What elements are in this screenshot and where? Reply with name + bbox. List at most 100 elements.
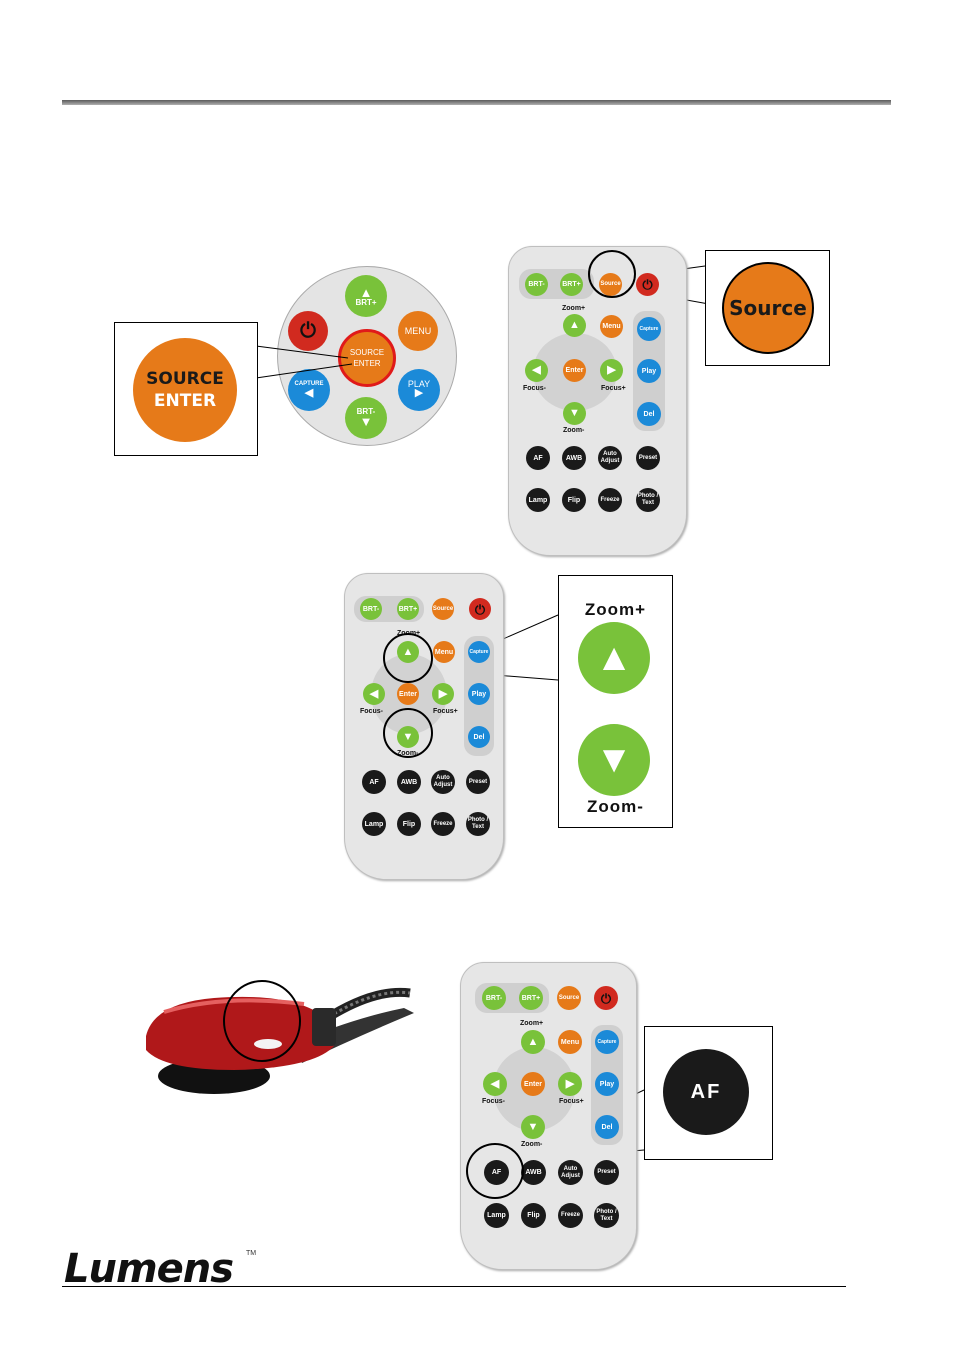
- chevron-right-icon: ▶: [438, 687, 448, 700]
- auto-adjust-button[interactable]: Auto Adjust: [558, 1160, 583, 1185]
- zoom-minus-large-icon: ▼: [578, 724, 650, 796]
- zoom-plus-large-icon: ▲: [578, 622, 650, 694]
- play-button[interactable]: Play: [637, 359, 661, 383]
- photo-text-button[interactable]: Photo / Text: [636, 488, 660, 512]
- chevron-right-icon: ▶: [607, 364, 616, 376]
- callout-zoom: Zoom+ ▲ ▼ Zoom-: [558, 575, 673, 828]
- awb-button[interactable]: AWB: [397, 770, 421, 794]
- preset-button[interactable]: Preset: [636, 446, 660, 470]
- trademark-mark: TM: [246, 1250, 257, 1257]
- freeze-button[interactable]: Freeze: [431, 812, 455, 836]
- highlight-ring-af: [466, 1143, 524, 1199]
- focus-minus-button[interactable]: ◀: [363, 683, 385, 705]
- focus-plus-button[interactable]: ▶: [600, 359, 623, 382]
- focus-plus-button[interactable]: ▶: [432, 683, 454, 705]
- menu-button[interactable]: Menu: [600, 315, 623, 338]
- brt-plus-button[interactable]: ▲ BRT+: [345, 275, 387, 317]
- chevron-down-icon: ▼: [527, 1120, 539, 1133]
- lamp-button[interactable]: Lamp: [362, 812, 386, 836]
- play-button[interactable]: Play: [468, 683, 490, 705]
- highlight-ring-zoom-minus: [383, 708, 433, 758]
- remote-control-2: BRT- BRT+ Source ⏻ Zoom+ ▲ Menu Capture …: [344, 573, 504, 880]
- header-rule: [62, 100, 891, 105]
- photo-text-button[interactable]: Photo / Text: [594, 1203, 619, 1228]
- power-icon: ⏻: [600, 990, 612, 1006]
- play-button[interactable]: PLAY ▶: [398, 369, 440, 411]
- zoom-minus-button[interactable]: ▼: [521, 1115, 545, 1139]
- chevron-down-icon: ▼: [359, 414, 373, 429]
- del-button[interactable]: Del: [595, 1115, 619, 1139]
- chevron-up-icon: ▲: [359, 285, 373, 300]
- preset-button[interactable]: Preset: [594, 1160, 619, 1185]
- zoom-minus-label: Zoom-: [587, 797, 644, 816]
- capture-button[interactable]: Capture: [637, 317, 661, 341]
- brt-minus-button[interactable]: BRT-: [525, 273, 548, 296]
- af-button[interactable]: AF: [526, 446, 550, 470]
- freeze-button[interactable]: Freeze: [558, 1203, 583, 1228]
- flip-button[interactable]: Flip: [521, 1203, 546, 1228]
- enter-button[interactable]: Enter: [563, 359, 586, 382]
- callout-source: Source: [705, 250, 830, 366]
- focus-plus-button[interactable]: ▶: [558, 1072, 582, 1096]
- zoom-minus-button[interactable]: ▼: [563, 402, 586, 425]
- zoom-plus-button[interactable]: ▲: [563, 314, 586, 337]
- power-button[interactable]: ⏻: [469, 598, 491, 620]
- chevron-left-icon: ◀: [532, 364, 541, 376]
- footer-rule: [62, 1286, 846, 1287]
- capture-button[interactable]: Capture: [595, 1030, 619, 1054]
- focus-minus-button[interactable]: ◀: [483, 1072, 507, 1096]
- auto-adjust-button[interactable]: Auto Adjust: [598, 446, 622, 470]
- chevron-right-icon: ▶: [414, 387, 424, 399]
- flip-button[interactable]: Flip: [397, 812, 421, 836]
- flip-button[interactable]: Flip: [562, 488, 586, 512]
- preset-button[interactable]: Preset: [466, 770, 490, 794]
- brt-minus-button[interactable]: BRT-: [482, 986, 506, 1010]
- menu-button[interactable]: Menu: [433, 641, 455, 663]
- lamp-button[interactable]: Lamp: [484, 1203, 509, 1228]
- callout-source-enter: SOURCE ENTER: [114, 322, 258, 456]
- lumens-logo: Lumens: [64, 1246, 234, 1292]
- camera-head-photo: [124, 948, 414, 1108]
- chevron-left-icon: ◀: [304, 387, 314, 399]
- source-large-icon: Source: [722, 262, 814, 354]
- callout-af: AF: [644, 1026, 773, 1160]
- auto-adjust-button[interactable]: Auto Adjust: [431, 770, 455, 794]
- photo-text-button[interactable]: Photo / Text: [466, 812, 490, 836]
- af-button[interactable]: AF: [362, 770, 386, 794]
- brt-minus-button[interactable]: BRT- ▼: [345, 397, 387, 439]
- awb-button[interactable]: AWB: [521, 1160, 546, 1185]
- capture-button[interactable]: CAPTURE ◀: [288, 369, 330, 411]
- highlight-ring-source: [588, 250, 636, 298]
- lamp-button[interactable]: Lamp: [526, 488, 550, 512]
- brt-plus-button[interactable]: BRT+: [560, 273, 583, 296]
- power-button[interactable]: ⏻: [636, 273, 659, 296]
- remote-control-3: BRT- BRT+ Source ⏻ Zoom+ ▲ Menu Capture …: [460, 962, 637, 1270]
- focus-minus-button[interactable]: ◀: [525, 359, 548, 382]
- power-button[interactable]: ⏻: [288, 311, 328, 351]
- brt-minus-button[interactable]: BRT-: [360, 598, 382, 620]
- power-button[interactable]: ⏻: [594, 986, 618, 1010]
- zoom-plus-label: Zoom+: [584, 600, 647, 619]
- capture-button[interactable]: Capture: [468, 641, 490, 663]
- highlight-ring-zoom-plus: [383, 633, 433, 683]
- awb-button[interactable]: AWB: [562, 446, 586, 470]
- freeze-button[interactable]: Freeze: [598, 488, 622, 512]
- del-button[interactable]: Del: [637, 402, 661, 426]
- play-button[interactable]: Play: [595, 1072, 619, 1096]
- af-large-icon: AF: [663, 1049, 749, 1135]
- enter-button[interactable]: Enter: [397, 683, 419, 705]
- source-enter-large-icon: SOURCE ENTER: [133, 338, 237, 442]
- zoom-plus-button[interactable]: ▲: [521, 1030, 545, 1054]
- chevron-left-icon: ◀: [490, 1077, 500, 1090]
- brt-plus-button[interactable]: BRT+: [397, 598, 419, 620]
- power-icon: ⏻: [300, 320, 316, 342]
- source-button[interactable]: Source: [557, 986, 581, 1010]
- menu-button[interactable]: MENU: [398, 311, 438, 351]
- chevron-right-icon: ▶: [565, 1077, 575, 1090]
- source-button[interactable]: Source: [432, 598, 454, 620]
- menu-button[interactable]: Menu: [558, 1030, 582, 1054]
- chevron-down-icon: ▼: [569, 407, 580, 419]
- brt-plus-button[interactable]: BRT+: [519, 986, 543, 1010]
- enter-button[interactable]: Enter: [521, 1072, 545, 1096]
- del-button[interactable]: Del: [468, 726, 490, 748]
